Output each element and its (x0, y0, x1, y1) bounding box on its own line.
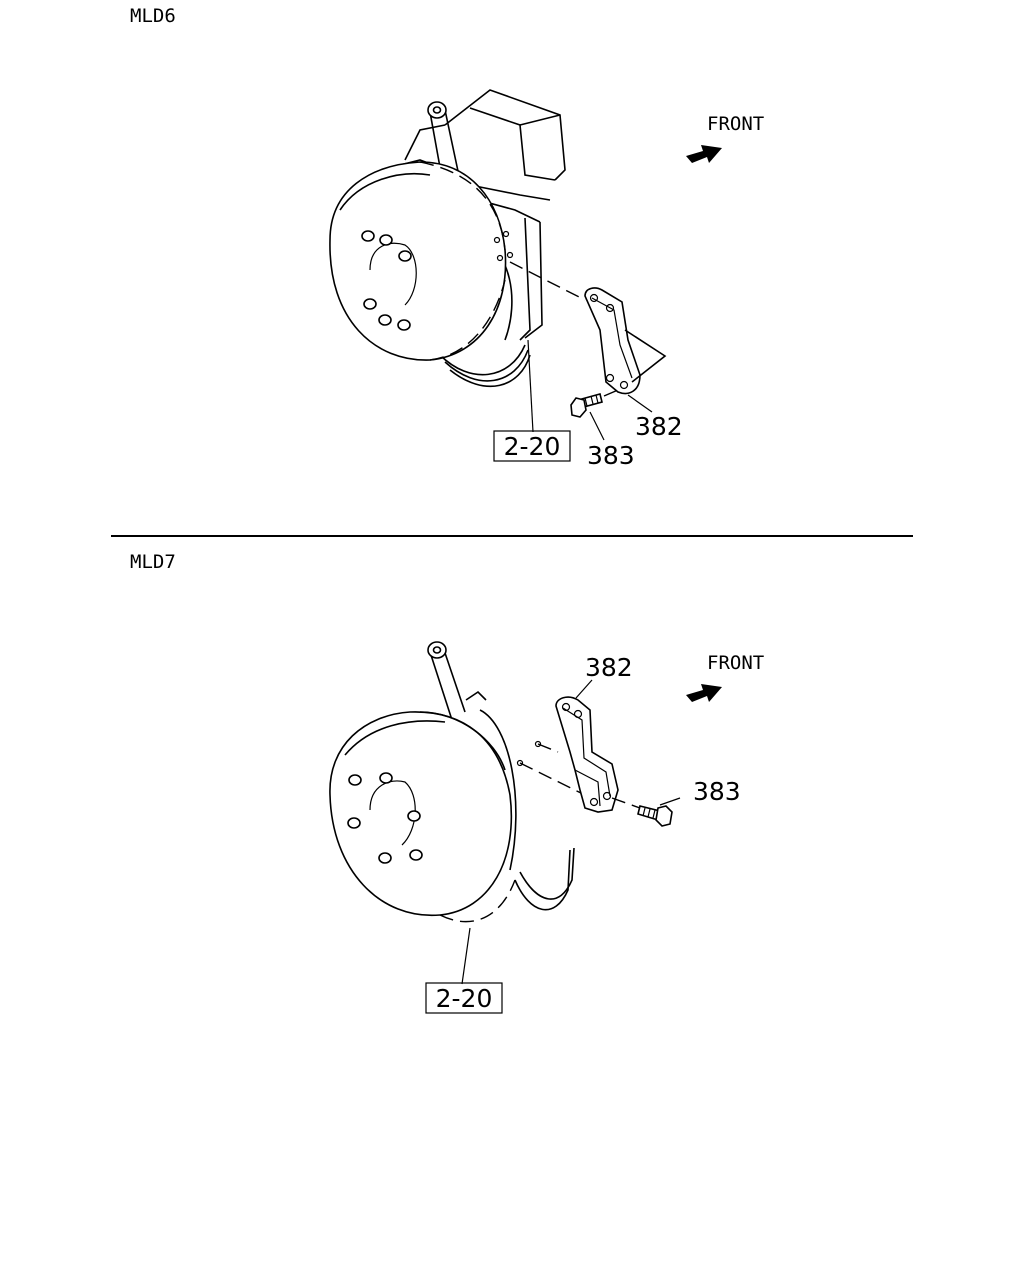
bolt-383-mld7 (637, 805, 673, 827)
callout-382-mld6: 382 (635, 412, 683, 441)
front-label-mld7: FRONT (707, 652, 764, 674)
lifting-hook-mld7 (427, 641, 487, 721)
alignment-line-mld6 (509, 261, 586, 301)
front-arrow-icon-mld7 (686, 684, 722, 702)
ref-box-mld6: 2-20 (493, 430, 571, 462)
callout-383-mld6: 383 (587, 441, 635, 470)
leader-382-mld7 (575, 679, 593, 699)
alignment-line-a-mld7 (519, 762, 586, 796)
section-code-mld6: MLD6 (130, 5, 176, 27)
front-label-mld6: FRONT (707, 113, 764, 135)
section-code-mld7: MLD7 (130, 551, 176, 573)
bracket-382-mld6 (584, 287, 667, 395)
section-mld6: MLD6 (130, 5, 764, 470)
bracket-382-mld7 (555, 696, 619, 813)
ref-box-label-mld7: 2-20 (436, 984, 493, 1013)
leader-ref-mld6 (527, 339, 534, 433)
alignment-line-b-mld7 (537, 743, 559, 753)
bolt-path-mld7 (611, 797, 641, 809)
leader-382-mld6 (627, 394, 653, 413)
leader-ref-mld7 (461, 927, 471, 985)
housing-mld7 (479, 709, 575, 911)
ref-box-label-mld6: 2-20 (504, 432, 561, 461)
front-arrow-icon-mld6 (686, 145, 722, 163)
flywheel-studs-mld6 (361, 230, 412, 331)
front-indicator-mld7: FRONT (686, 652, 764, 702)
front-indicator-mld6: FRONT (686, 113, 764, 163)
leader-383-mld7 (659, 797, 681, 806)
callout-382-mld7: 382 (585, 653, 633, 682)
flywheel-mld7 (329, 711, 516, 923)
section-mld7: MLD7 (130, 551, 764, 1014)
leader-383-mld6 (589, 411, 605, 441)
flywheel-mld6 (329, 161, 514, 361)
bolt-383-mld6 (570, 389, 619, 418)
ref-box-mld7: 2-20 (425, 982, 503, 1014)
housing-mld6 (439, 239, 531, 387)
flywheel-studs-mld7 (347, 772, 423, 864)
callout-383-mld7: 383 (693, 777, 741, 806)
